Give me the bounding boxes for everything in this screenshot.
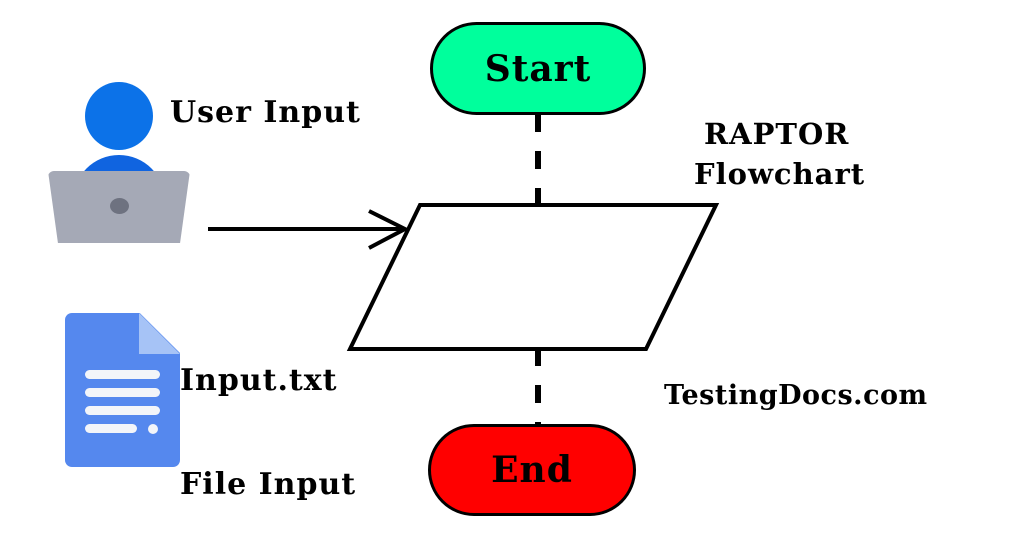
document-text-line	[85, 388, 160, 397]
user-input-label: User Input	[170, 95, 361, 130]
diagram-title-line-2: Flowchart	[694, 157, 866, 191]
flowchart-node-start[interactable]: Start	[430, 22, 646, 115]
user-at-laptop-icon	[48, 82, 190, 243]
document-text-line	[85, 406, 160, 415]
start-node-label: Start	[484, 47, 592, 90]
flowchart-node-end[interactable]: End	[428, 424, 636, 516]
document-text-dot	[148, 424, 158, 434]
file-input-label: File Input	[180, 467, 357, 502]
document-fold-corner-icon	[139, 313, 180, 354]
connector-io-to-end	[535, 348, 541, 426]
user-to-io-arrow	[205, 200, 415, 258]
end-node-label: End	[491, 449, 573, 491]
watermark-label: TestingDocs.com	[664, 380, 928, 411]
text-document-icon	[65, 313, 180, 467]
input-file-name-label: Input.txt	[180, 363, 338, 398]
laptop-logo-dot-icon	[110, 198, 129, 214]
diagram-title-line-1: RAPTOR	[704, 117, 850, 151]
user-head-icon	[85, 82, 153, 150]
document-text-line	[85, 424, 137, 433]
connector-start-to-io	[535, 114, 541, 206]
document-text-line	[85, 370, 160, 379]
